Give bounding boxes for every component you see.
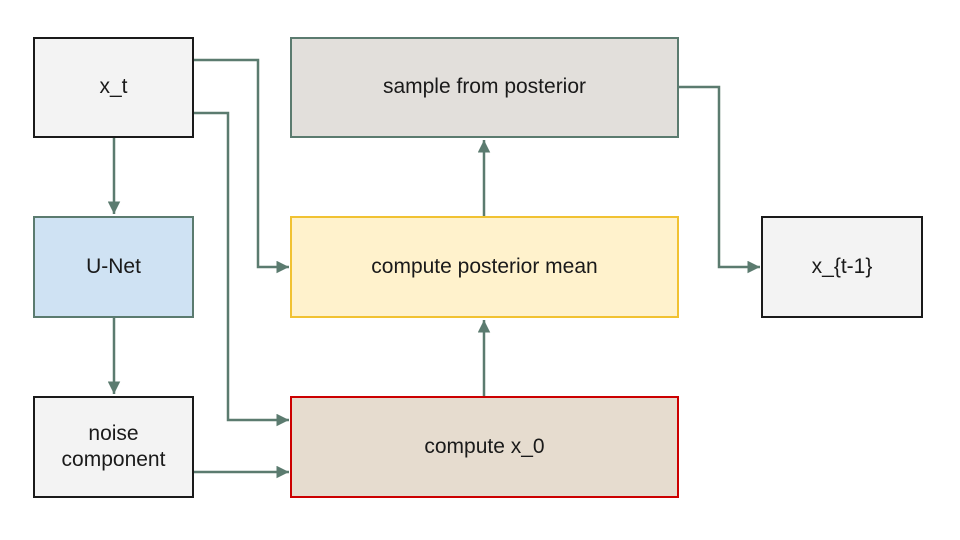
node-sample-from-posterior-label: sample from posterior bbox=[382, 75, 587, 99]
node-noise-component-label: noise component bbox=[61, 421, 166, 471]
edge-xt-to-posterior-mean bbox=[194, 58, 289, 274]
node-noise-component: noise component bbox=[33, 396, 194, 498]
node-x-t-minus-1: x_{t-1} bbox=[761, 216, 923, 318]
node-x-t-minus-1-label: x_{t-1} bbox=[811, 254, 873, 278]
node-x-t: x_t bbox=[33, 37, 194, 138]
edge-sample-to-xprev bbox=[679, 85, 760, 274]
node-unet-label: U-Net bbox=[86, 254, 141, 278]
node-x-t-label: x_t bbox=[99, 75, 128, 99]
node-compute-x0-label: compute x_0 bbox=[424, 434, 545, 458]
edge-xt-to-compute-x0 bbox=[194, 111, 289, 427]
node-sample-from-posterior: sample from posterior bbox=[290, 37, 679, 138]
node-compute-posterior-mean-label: compute posterior mean bbox=[371, 254, 598, 278]
node-unet: U-Net bbox=[33, 216, 194, 318]
node-compute-x0: compute x_0 bbox=[290, 396, 679, 498]
node-compute-posterior-mean: compute posterior mean bbox=[290, 216, 679, 318]
